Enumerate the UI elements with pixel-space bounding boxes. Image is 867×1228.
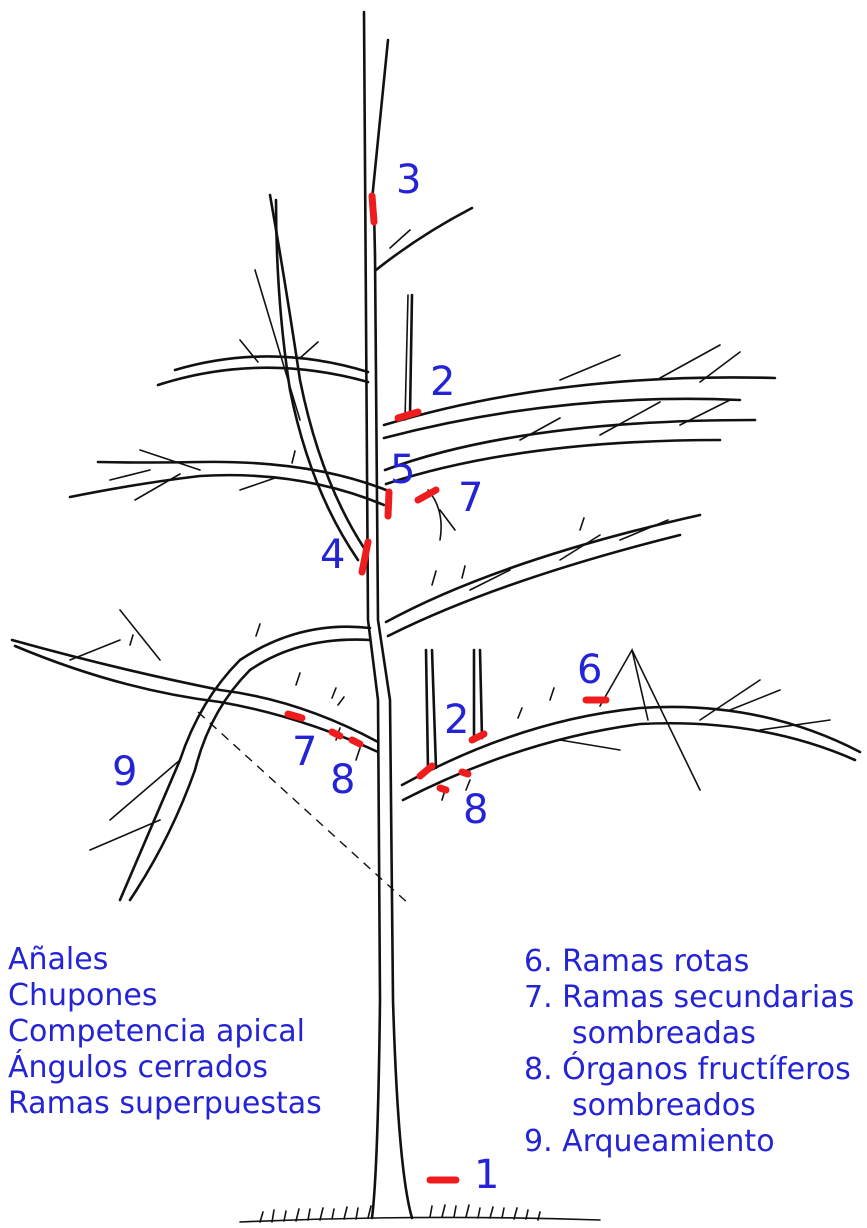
label-7-upper: 7 (458, 475, 484, 521)
ground (239, 1204, 601, 1223)
top-shoots (370, 38, 474, 272)
lower-right-branch (400, 647, 862, 802)
label-2-lower: 2 (444, 697, 470, 743)
label-6: 6 (577, 647, 603, 693)
cut-marks (284, 192, 610, 1184)
label-8-right: 8 (463, 787, 489, 833)
legend-item: Añales (8, 942, 109, 977)
upper-left-branch (156, 339, 370, 387)
label-2-upper: 2 (430, 359, 456, 405)
label-8-left: 8 (330, 757, 356, 803)
label-7-lower: 7 (292, 729, 318, 775)
label-5: 5 (390, 447, 416, 493)
legend-left: Añales Chupones Competencia apical Ángul… (8, 942, 322, 1122)
label-3: 3 (396, 157, 422, 203)
competing-shoot (254, 193, 366, 562)
label-1: 1 (474, 1152, 500, 1198)
upper-right-branches (382, 293, 777, 440)
legend-item: 6. Ramas rotas (524, 944, 750, 979)
legend-item: 9. Arqueamiento (524, 1124, 775, 1159)
legend-item: Ángulos cerrados (8, 1050, 268, 1085)
label-9: 9 (112, 749, 138, 795)
mid-right-branches (383, 399, 757, 638)
fruiting-organs (129, 450, 585, 801)
middle-left-branch (68, 449, 388, 507)
legend-item: Competencia apical (8, 1014, 305, 1049)
lower-left-branch (10, 609, 380, 902)
label-4: 4 (320, 532, 346, 578)
legend-item: Chupones (8, 978, 158, 1013)
legend-item: Ramas superpuestas (8, 1086, 322, 1121)
